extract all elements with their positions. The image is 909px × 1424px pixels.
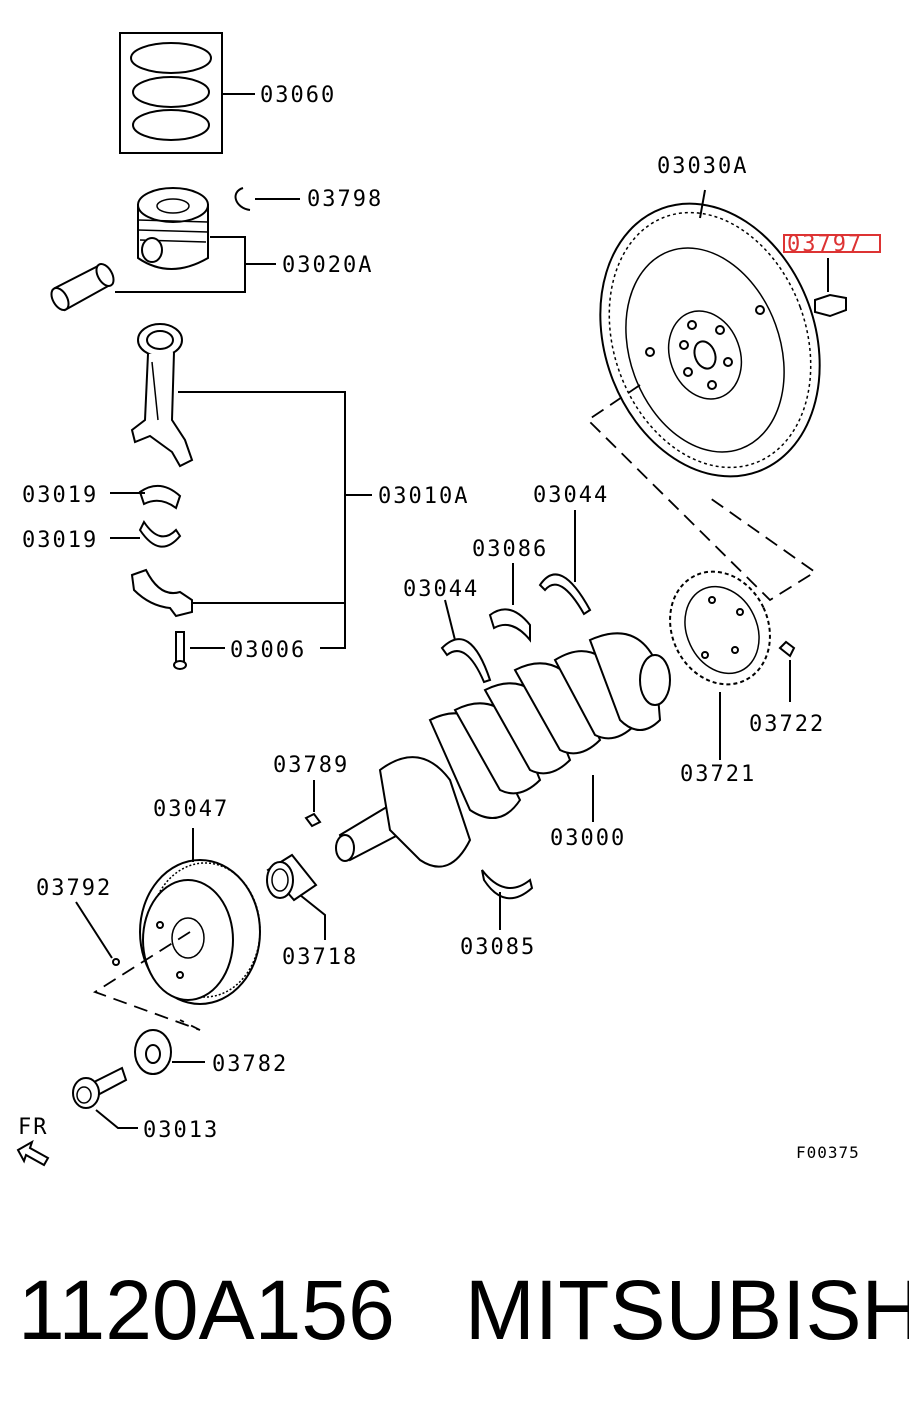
pulley-bolt-part xyxy=(72,1066,138,1129)
flywheel-alignment-dash xyxy=(586,384,817,602)
label-03030A: 03030A xyxy=(657,154,748,179)
piston-pin-clip-part xyxy=(234,187,300,211)
label-03006: 03006 xyxy=(230,638,306,663)
pilot-bearing-part xyxy=(266,853,326,940)
thrust-washer-lower-part xyxy=(440,599,492,684)
label-03019-lower: 03019 xyxy=(22,528,98,553)
rod-cap-part xyxy=(130,568,345,618)
flywheel-bolt-part xyxy=(783,234,881,318)
connecting-rod-part xyxy=(130,323,372,649)
label-03789: 03789 xyxy=(273,753,349,778)
label-03798: 03798 xyxy=(307,187,383,212)
label-03792: 03792 xyxy=(36,876,112,901)
part-number: 1120A156 xyxy=(18,1263,395,1357)
label-03044-upper: 03044 xyxy=(533,483,609,508)
main-bearing-upper-part xyxy=(488,563,531,643)
thrust-washer-upper-part xyxy=(538,510,592,616)
label-03000: 03000 xyxy=(550,826,626,851)
label-03782: 03782 xyxy=(212,1052,288,1077)
label-03019-upper: 03019 xyxy=(22,483,98,508)
label-03060: 03060 xyxy=(260,83,336,108)
footer-caption: 1120A156 MITSUBISHI xyxy=(18,1262,909,1382)
crank-sensor-plate-part xyxy=(669,570,771,760)
pulley-pin-part xyxy=(75,901,120,966)
brand-name: MITSUBISHI xyxy=(464,1263,909,1357)
rod-bearing-lower-part xyxy=(110,520,182,548)
crankshaft-key-part xyxy=(304,780,322,828)
pulley-washer-part xyxy=(134,1029,205,1075)
piston-rings-part xyxy=(119,32,255,154)
piston-part xyxy=(50,187,276,312)
label-03086: 03086 xyxy=(472,537,548,562)
label-03044-lower: 03044 xyxy=(403,577,479,602)
label-03085: 03085 xyxy=(460,935,536,960)
sensor-plate-pin-part xyxy=(778,640,796,702)
rod-bolt-part xyxy=(173,631,225,670)
rod-bearing-upper-part xyxy=(110,485,182,510)
label-03047: 03047 xyxy=(153,797,229,822)
label-03722: 03722 xyxy=(749,712,825,737)
diagram-code: F00375 xyxy=(796,1143,860,1162)
main-bearing-lower-part xyxy=(481,869,534,930)
label-03718: 03718 xyxy=(282,945,358,970)
label-03721: 03721 xyxy=(680,762,756,787)
front-direction-label: FR xyxy=(18,1115,49,1140)
label-03013: 03013 xyxy=(143,1118,219,1143)
crankshaft-part xyxy=(335,632,671,868)
flywheel-part xyxy=(599,189,821,478)
pulley-alignment-dash xyxy=(92,931,201,1031)
front-direction-arrow-icon xyxy=(16,1139,50,1167)
label-03020A: 03020A xyxy=(282,253,373,278)
label-03010A: 03010A xyxy=(378,484,469,509)
crank-pulley-part xyxy=(139,828,261,1005)
label-03797-highlighted: 03797 xyxy=(787,232,863,257)
